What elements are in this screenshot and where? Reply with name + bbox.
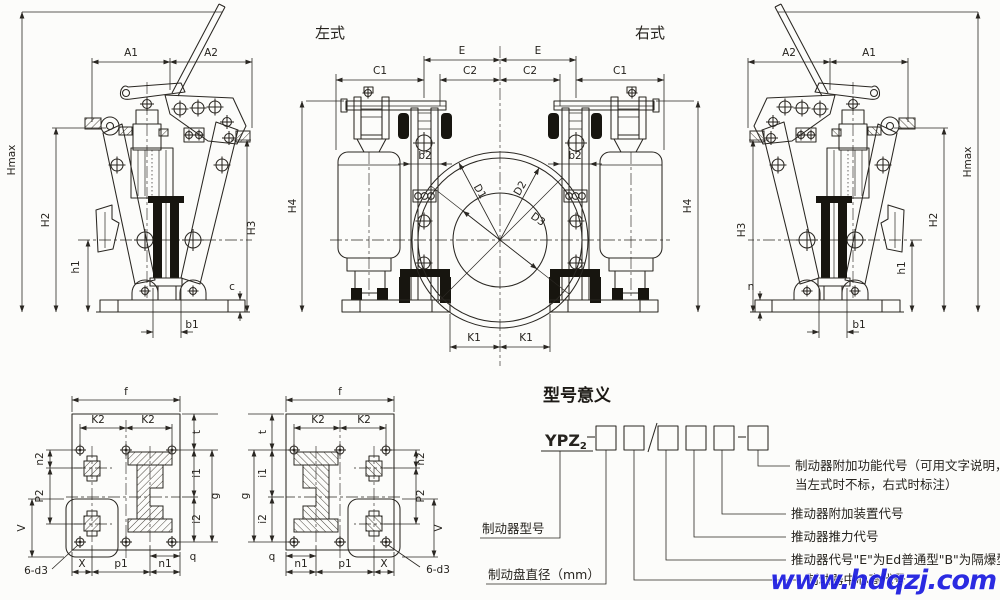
dim-label-k2: K2 xyxy=(141,414,155,426)
dim-label-p1: p1 xyxy=(114,558,127,570)
dim-label-p2: P2 xyxy=(34,489,46,502)
dim-label-q: q xyxy=(190,551,197,563)
dim-label-b2: b2 xyxy=(418,150,431,162)
model-designation-legend: 型号意义 YPZ2 制动器型号 制动盘直径（mm） 制动器中心高代号 推动器代号… xyxy=(480,385,1000,587)
dim-label-a1: A1 xyxy=(124,47,138,59)
dim-label-k1: K1 xyxy=(519,332,533,344)
model-code: YPZ2 xyxy=(544,431,587,452)
model-box-3 xyxy=(657,425,679,451)
dim-label-t: t xyxy=(257,430,269,434)
dim-label-c: c xyxy=(229,281,235,293)
dim-label-i1: i1 xyxy=(191,468,203,478)
right-side-view-dimensions: A2 A1 Hmax H2 h1 H3 n b1 xyxy=(736,11,981,338)
dim-label-h3: H3 xyxy=(736,223,748,238)
dim-label-t: t xyxy=(191,430,203,434)
dim-label-g: g xyxy=(239,493,251,500)
dim-label-k2: K2 xyxy=(91,414,105,426)
model-code-subscript: 2 xyxy=(580,441,587,452)
model-box-4 xyxy=(685,425,707,451)
dim-label-c1: C1 xyxy=(373,65,387,77)
dim-label-c2: C2 xyxy=(523,65,537,77)
dim-label-hmax: Hmax xyxy=(6,145,18,176)
mounting-plate-left xyxy=(66,414,180,560)
left-side-view xyxy=(78,4,252,312)
callout-brake-model: 制动器型号 xyxy=(482,521,545,536)
dim-label-n: n xyxy=(748,281,755,293)
callout-thruster-attachment: 推动器附加装置代号 xyxy=(791,506,904,521)
dim-label-v: V xyxy=(433,524,445,532)
dim-label-n2: n2 xyxy=(415,452,427,465)
dim-label-i2: i2 xyxy=(191,514,203,524)
dim-label-p2: P2 xyxy=(415,489,427,502)
model-box-6 xyxy=(747,425,769,451)
center-left-assembly xyxy=(338,87,452,312)
dim-label-h1: h1 xyxy=(896,261,908,274)
callout-thruster-code: 推动器代号"E"为Ed普通型"B"为隔爆型 xyxy=(791,552,1000,567)
dim-label-k2: K2 xyxy=(311,414,325,426)
dim-label-a1: A1 xyxy=(862,47,876,59)
dim-label-x: X xyxy=(78,558,85,570)
dim-label-q: q xyxy=(269,551,276,563)
mounting-plate-right xyxy=(286,414,400,560)
center-front-view: D1 D2 D3 左式 右式 E E C1 C2 C2 C1 b2 b2 xyxy=(287,24,701,366)
view-label-left-type: 左式 xyxy=(315,24,345,42)
dim-label-h3: H3 xyxy=(246,221,258,236)
model-box-2 xyxy=(623,425,645,451)
dim-label-b1: b1 xyxy=(185,319,198,331)
dim-label-b1: b1 xyxy=(852,319,865,331)
dim-label-f: f xyxy=(338,386,342,398)
dim-label-v: V xyxy=(16,524,28,532)
callout-thruster-force: 推动器推力代号 xyxy=(791,529,879,544)
callout-brake-function-line2: 当左式时不标，右式时标注） xyxy=(795,477,958,492)
dim-label-h4: H4 xyxy=(682,198,694,213)
dim-label-e: E xyxy=(459,45,466,57)
dim-label-a2: A2 xyxy=(782,47,796,59)
hole-callout-label: 6-d3 xyxy=(24,565,48,577)
model-code-prefix: YPZ xyxy=(544,431,580,450)
mounting-plate-left-dimensions: f K2 K2 t i1 i2 g q X p1 n1 xyxy=(16,386,221,577)
callout-center-height: 制动器中心高代号 xyxy=(806,572,906,587)
dim-label-hmax: Hmax xyxy=(962,147,974,178)
callout-brake-function-line1: 制动器附加功能代号（可用文字说明， xyxy=(795,458,1000,473)
dim-label-h1: h1 xyxy=(70,260,82,273)
dim-label-b2: b2 xyxy=(568,150,581,162)
dim-label-g: g xyxy=(209,493,221,500)
dim-label-i1: i1 xyxy=(257,468,269,478)
dim-label-p1: p1 xyxy=(338,558,351,570)
dim-label-i2: i2 xyxy=(257,514,269,524)
dim-label-d1: D1 xyxy=(471,182,489,201)
dim-label-n2: n2 xyxy=(34,452,46,465)
dim-label-h2: H2 xyxy=(928,213,940,228)
model-box-5 xyxy=(713,425,735,451)
center-right-assembly xyxy=(548,87,662,312)
dim-label-c2: C2 xyxy=(463,65,477,77)
dim-label-k1: K1 xyxy=(467,332,481,344)
dim-label-e: E xyxy=(535,45,542,57)
mounting-plate-right-dimensions: f K2 K2 t i1 i2 g q n1 p1 X xyxy=(239,386,450,576)
model-box-1 xyxy=(595,425,617,451)
dim-label-n1: n1 xyxy=(294,558,307,570)
view-label-right-type: 右式 xyxy=(635,24,665,42)
dim-label-a2: A2 xyxy=(204,47,218,59)
watermark-text: www.hdqzj.com xyxy=(770,565,996,596)
dim-label-h4: H4 xyxy=(287,198,299,213)
dim-label-f: f xyxy=(124,386,128,398)
left-side-view-dimensions: A1 A2 Hmax H2 h1 H3 c b1 xyxy=(6,11,258,338)
legend-title: 型号意义 xyxy=(543,385,611,406)
dim-label-h2: H2 xyxy=(40,213,52,228)
dim-label-c1: C1 xyxy=(613,65,627,77)
callout-disc-diameter: 制动盘直径（mm） xyxy=(488,567,600,582)
dim-label-n1: n1 xyxy=(158,558,171,570)
dim-label-k2: K2 xyxy=(357,414,371,426)
hole-callout-label: 6-d3 xyxy=(426,564,450,576)
dim-label-x: X xyxy=(380,558,387,570)
